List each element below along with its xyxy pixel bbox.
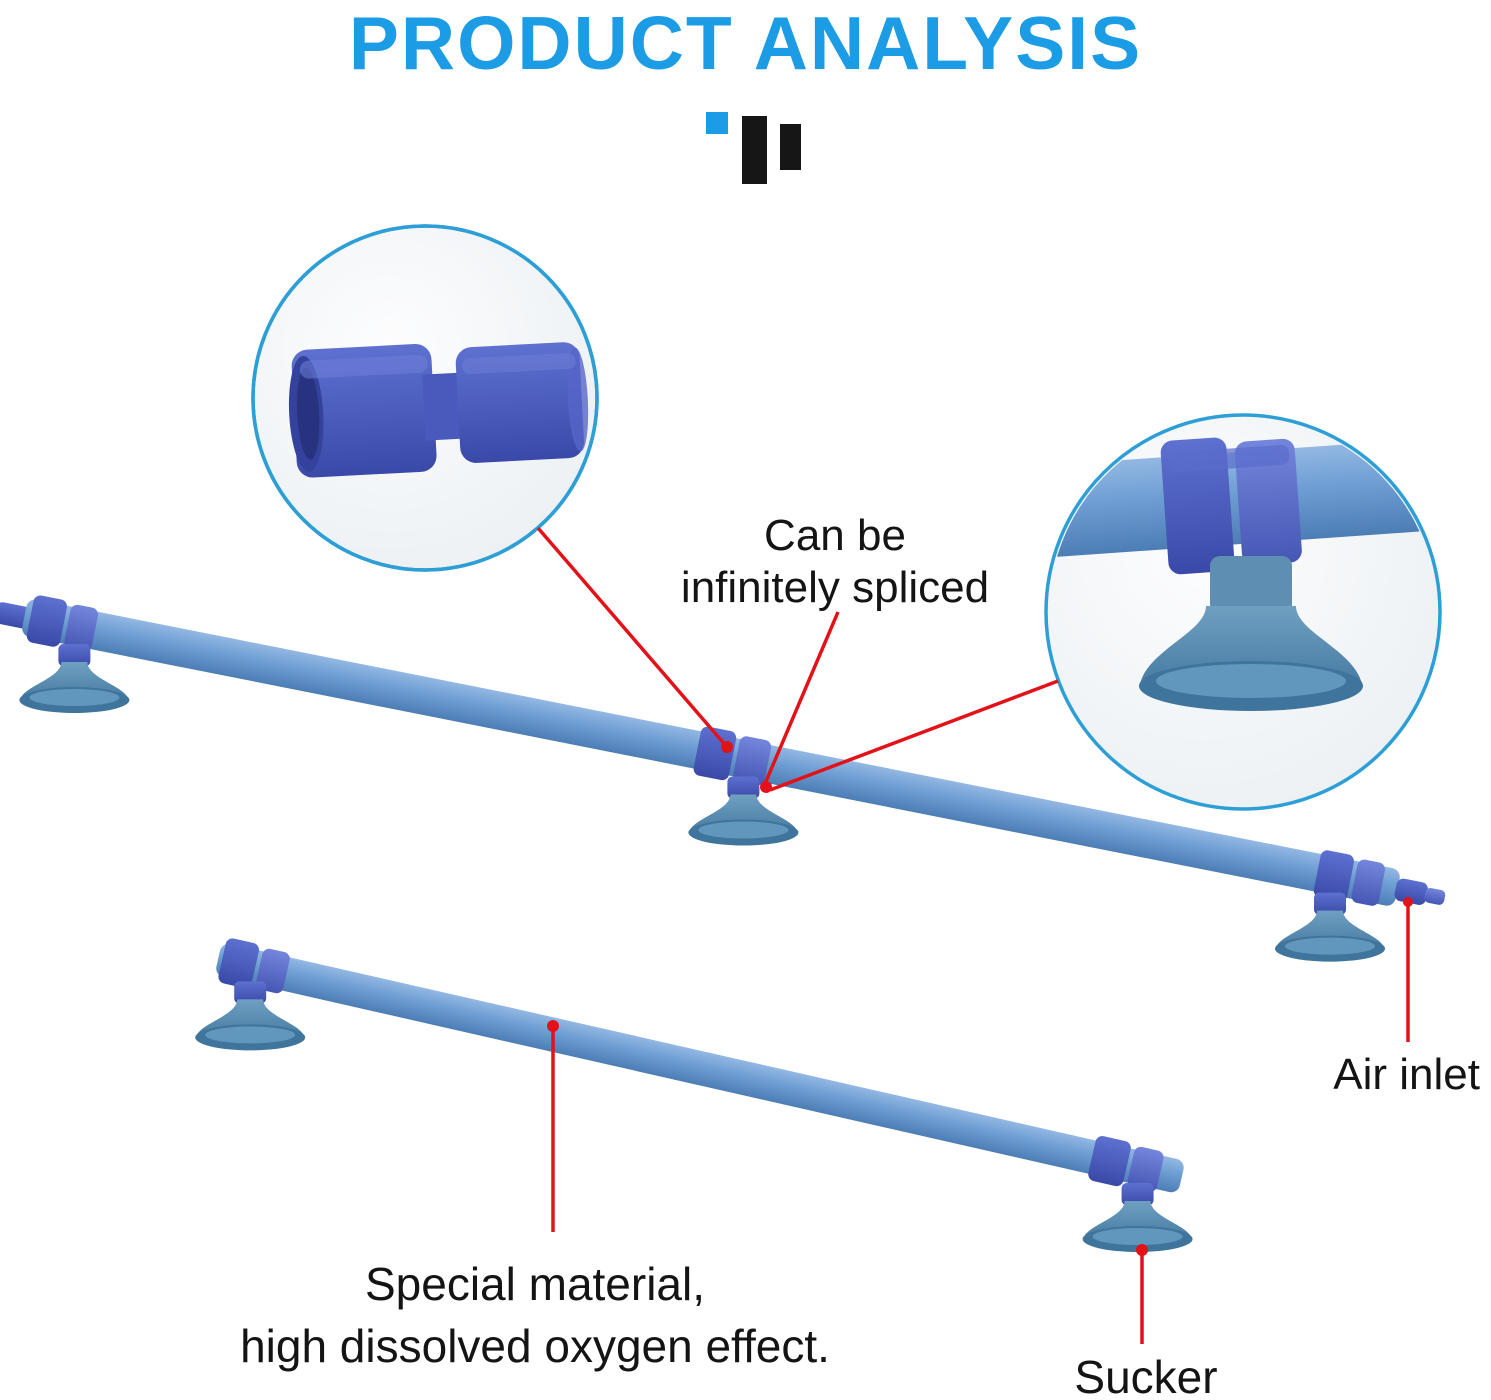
label-material-line2: high dissolved oxygen effect. (240, 1319, 830, 1372)
air-inlet-nozzle-right (1394, 878, 1428, 905)
connector-ring (1313, 850, 1354, 902)
suction-cup (1082, 1183, 1193, 1253)
label-special-material: Special material, high dissolved oxygen … (90, 1254, 980, 1377)
callout-dot (1403, 897, 1413, 907)
callout-circle-splice-detail (251, 224, 599, 572)
decorative-mark (700, 104, 820, 194)
callout-dot (1136, 1244, 1148, 1256)
decorative-bar-short-icon (780, 124, 801, 170)
label-infinitely-spliced: Can be infinitely spliced (590, 510, 1080, 614)
label-material-line1: Special material, (364, 1258, 706, 1310)
decorative-square-blue-icon (706, 112, 728, 134)
air-bar-long (0, 595, 1446, 962)
suction-cup-zoom (1139, 556, 1363, 711)
air-inlet-tip-right (1424, 888, 1446, 905)
air-inlet-nozzle-left (0, 602, 31, 629)
connector-ring (64, 604, 98, 651)
callout-dot (547, 1020, 559, 1032)
page-title: PRODUCT ANALYSIS (348, 1, 1143, 85)
connector-ring (1351, 859, 1385, 906)
tube-clamp-zoom (1049, 437, 1437, 575)
connector-ring (1127, 1146, 1164, 1192)
connector-ring (218, 938, 260, 989)
callout-lines (536, 526, 1413, 1344)
connector-ring (1088, 1136, 1131, 1187)
suction-cup (19, 644, 130, 714)
callout-circle-sucker-detail (1044, 413, 1442, 811)
callout-dot (760, 781, 772, 793)
callout-line-splice-left (536, 526, 729, 749)
air-bar-rod (216, 943, 1184, 1193)
decorative-bar-tall-icon (742, 116, 767, 184)
splice-connector-ring (693, 726, 737, 781)
connector-ring (26, 595, 67, 647)
callout-line-sucker-circle (769, 679, 1059, 792)
callout-line-splice-text (762, 611, 840, 787)
air-bar-short (195, 938, 1193, 1253)
callout-dot (721, 741, 733, 753)
label-air-inlet: Air inlet (1333, 1050, 1480, 1099)
label-spliced-line1: Can be (764, 511, 906, 560)
label-spliced-line2: infinitely spliced (680, 562, 990, 612)
label-sucker: Sucker (1074, 1351, 1218, 1400)
splice-connector-ring (733, 736, 772, 786)
connector-ring (255, 948, 290, 994)
splice-connector-zoom (288, 342, 589, 478)
